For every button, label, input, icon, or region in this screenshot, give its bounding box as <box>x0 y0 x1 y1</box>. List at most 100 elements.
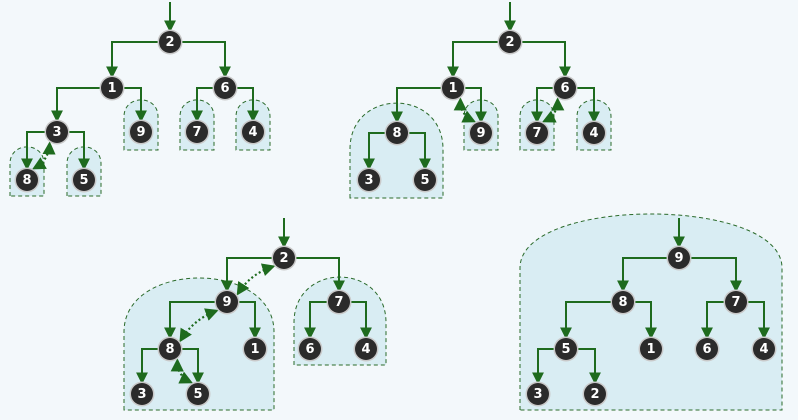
tree-node: 3 <box>129 381 155 407</box>
tree-node: 1 <box>99 75 125 101</box>
swap-arrow <box>32 141 56 170</box>
tree-node: 8 <box>610 289 636 315</box>
node-circle <box>386 122 408 144</box>
tree-node: 5 <box>412 167 438 193</box>
tree-edge <box>447 41 510 79</box>
tree-node: 4 <box>353 336 379 362</box>
node-label: 1 <box>448 81 457 96</box>
node-label: 4 <box>361 342 370 357</box>
node-label: 4 <box>759 342 768 357</box>
tree-node: 2 <box>582 381 608 407</box>
node-circle <box>73 169 95 191</box>
tree-edge <box>106 41 170 79</box>
node-label: 8 <box>165 342 174 357</box>
node-label: 5 <box>79 173 88 188</box>
node-circle <box>555 338 577 360</box>
node-label: 6 <box>560 81 569 96</box>
node-label: 9 <box>222 295 231 310</box>
node-circle <box>16 169 38 191</box>
tree-edge <box>560 301 623 340</box>
node-circle <box>583 122 605 144</box>
swap-arrow <box>179 308 219 343</box>
node-circle <box>273 247 295 269</box>
node-label: 1 <box>107 81 116 96</box>
node-label: 6 <box>702 342 711 357</box>
node-circle <box>668 247 690 269</box>
node-circle <box>216 291 238 313</box>
node-circle <box>187 383 209 405</box>
node-label: 6 <box>220 81 229 96</box>
tree-node: 5 <box>71 167 97 193</box>
node-label: 5 <box>420 173 429 188</box>
node-label: 1 <box>250 342 259 357</box>
node-circle <box>442 77 464 99</box>
node-circle <box>131 383 153 405</box>
node-circle <box>130 121 152 143</box>
tree-node: 7 <box>184 119 210 145</box>
node-circle <box>527 383 549 405</box>
node-circle <box>159 31 181 53</box>
tree-edge <box>221 257 284 293</box>
node-circle <box>470 122 492 144</box>
tree-edge <box>391 87 453 124</box>
node-circle <box>526 122 548 144</box>
node-circle <box>358 169 380 191</box>
node-label: 7 <box>192 125 201 140</box>
tree-node: 7 <box>524 120 550 146</box>
node-circle <box>640 338 662 360</box>
swap-arrow <box>542 97 565 123</box>
tree-node: 9 <box>128 119 154 145</box>
tree-edge <box>679 257 742 293</box>
node-label: 2 <box>279 251 288 266</box>
tree-node: 2 <box>497 29 523 55</box>
node-circle <box>753 338 775 360</box>
tree-edge <box>164 301 227 340</box>
swap-arrows <box>32 97 565 384</box>
node-label: 1 <box>646 342 655 357</box>
tree-node: 6 <box>552 75 578 101</box>
node-circle <box>725 291 747 313</box>
tree-node: 2 <box>157 29 183 55</box>
node-circle <box>328 291 350 313</box>
node-circle <box>612 291 634 313</box>
tree-node: 1 <box>440 75 466 101</box>
node-circle <box>101 77 123 99</box>
tree-node: 2 <box>271 245 297 271</box>
node-label: 7 <box>532 126 541 141</box>
node-label: 3 <box>533 387 542 402</box>
node-label: 3 <box>137 387 146 402</box>
node-circle <box>299 338 321 360</box>
node-label: 2 <box>505 35 514 50</box>
tree-node: 1 <box>242 336 268 362</box>
tree-node: 9 <box>214 289 240 315</box>
swap-arrow <box>170 358 193 384</box>
node-label: 3 <box>364 173 373 188</box>
swap-arrow <box>453 97 476 123</box>
swap-arrow <box>236 263 276 296</box>
tree-node: 7 <box>326 289 352 315</box>
tree-node: 3 <box>356 167 382 193</box>
node-label: 2 <box>165 35 174 50</box>
tree-node: 8 <box>14 167 40 193</box>
tree-edge <box>170 41 231 79</box>
node-circle <box>499 31 521 53</box>
tree-edge <box>510 41 571 79</box>
node-label: 8 <box>618 295 627 310</box>
tree-node: 9 <box>666 245 692 271</box>
node-circle <box>214 77 236 99</box>
tree-node: 7 <box>723 289 749 315</box>
tree-node: 6 <box>694 336 720 362</box>
node-circle <box>696 338 718 360</box>
node-circle <box>554 77 576 99</box>
node-label: 9 <box>674 251 683 266</box>
subtree-regions <box>9 99 783 411</box>
node-label: 5 <box>193 387 202 402</box>
node-circle <box>46 121 68 143</box>
tree-node: 3 <box>44 119 70 145</box>
node-label: 9 <box>476 126 485 141</box>
tree-edge <box>51 87 112 123</box>
node-label: 5 <box>561 342 570 357</box>
tree-node: 3 <box>525 381 551 407</box>
